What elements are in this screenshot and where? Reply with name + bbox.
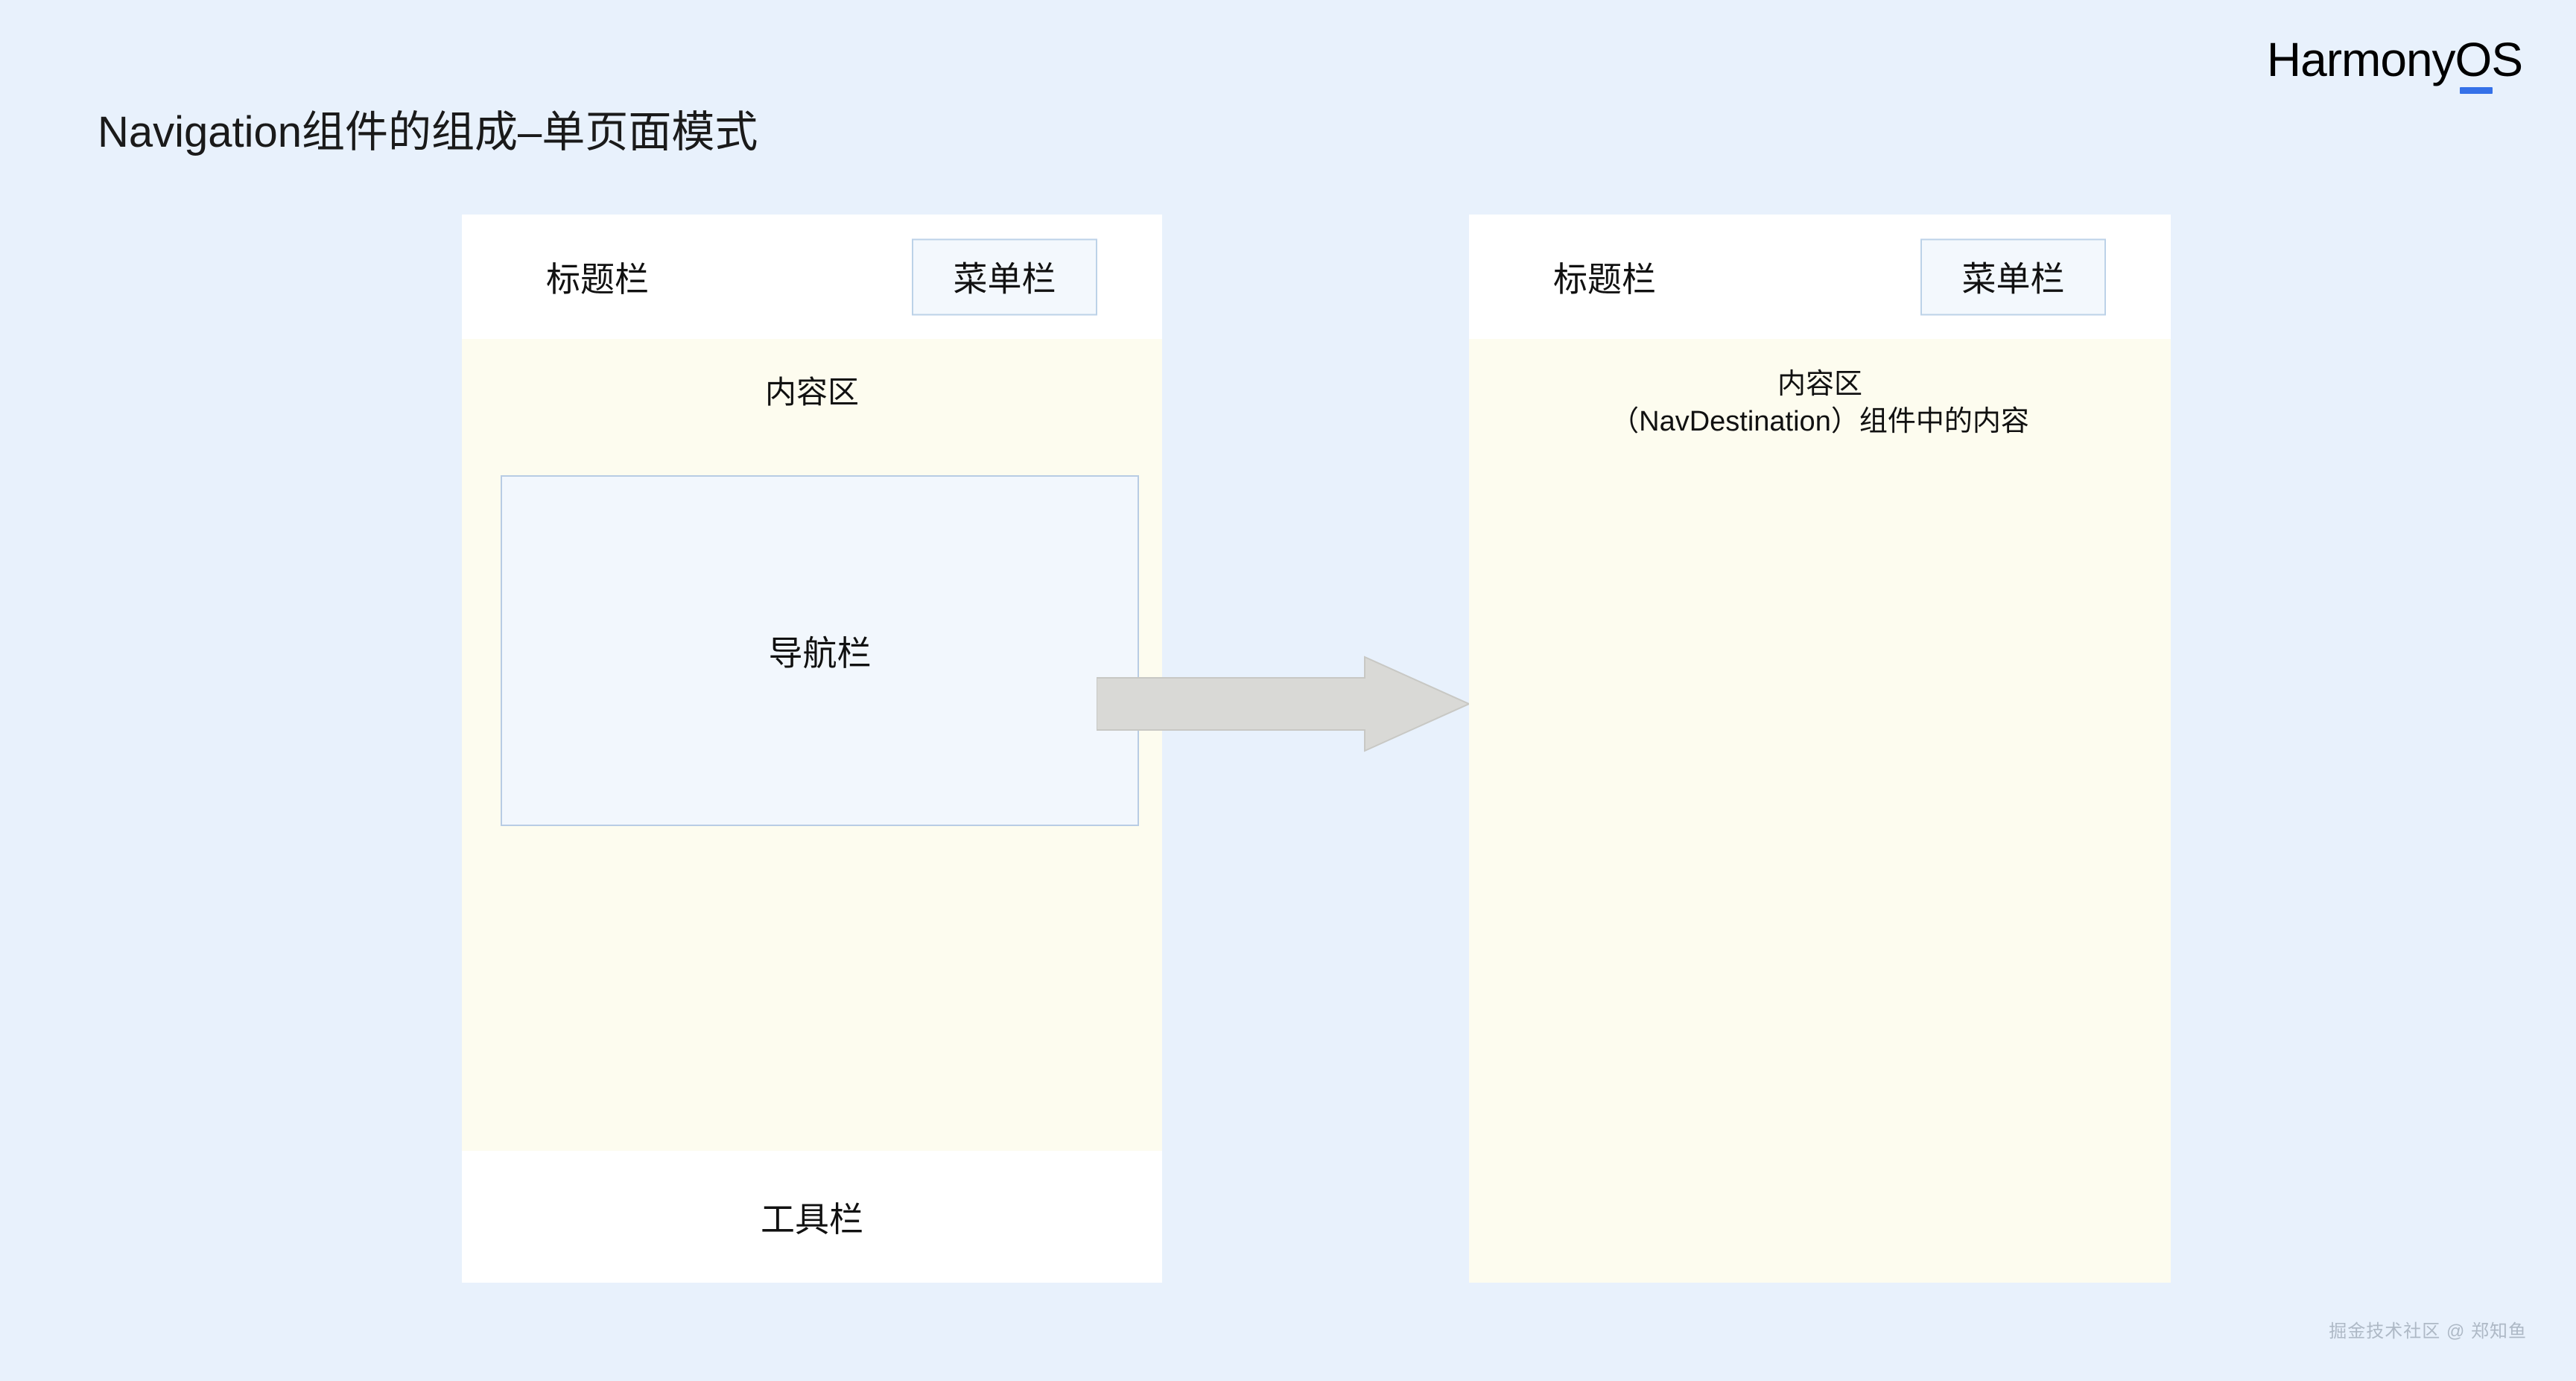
logo-underline-accent (2459, 87, 2493, 94)
navigation-panel-after: 标题栏 菜单栏 内容区 （NavDestination）组件中的内容 (1469, 215, 2171, 1283)
right-content-label-line1: 内容区 (1777, 369, 1862, 400)
left-navbar-box[interactable]: 导航栏 (501, 475, 1139, 826)
navigation-panel-before: 标题栏 菜单栏 内容区 导航栏 工具栏 (462, 215, 1162, 1283)
left-titlebar-label: 标题栏 (546, 259, 649, 299)
logo-text-harmony: Harmony (2266, 33, 2456, 86)
left-content-label: 内容区 (764, 375, 859, 410)
right-titlebar: 标题栏 菜单栏 (1469, 215, 2171, 339)
left-toolbar: 工具栏 (462, 1151, 1162, 1283)
page-title: Navigation组件的组成–单页面模式 (98, 108, 758, 156)
left-toolbar-label: 工具栏 (761, 1199, 863, 1239)
watermark: 掘金技术社区 @ 郑知鱼 (2329, 1321, 2527, 1342)
right-menubar-label: 菜单栏 (1961, 259, 2065, 299)
right-content-label-line2: （NavDestination）组件中的内容 (1611, 406, 2029, 438)
left-menubar-label: 菜单栏 (953, 259, 1056, 299)
left-navbar-label: 导航栏 (768, 633, 872, 673)
left-menubar-box[interactable]: 菜单栏 (912, 238, 1097, 315)
left-titlebar: 标题栏 菜单栏 (462, 215, 1162, 339)
right-content-area: 内容区 （NavDestination）组件中的内容 (1469, 339, 2171, 1283)
harmonyos-logo: Harmony OS (2266, 33, 2523, 95)
logo-os-wrap: OS (2455, 33, 2523, 95)
right-content-label: 内容区 （NavDestination）组件中的内容 (1469, 366, 2171, 440)
right-menubar-box[interactable]: 菜单栏 (1920, 238, 2106, 315)
logo-text-os: OS (2455, 33, 2523, 86)
right-titlebar-label: 标题栏 (1553, 259, 1656, 299)
left-content-area: 内容区 导航栏 (462, 339, 1162, 1151)
transition-arrow-icon (1097, 655, 1469, 752)
